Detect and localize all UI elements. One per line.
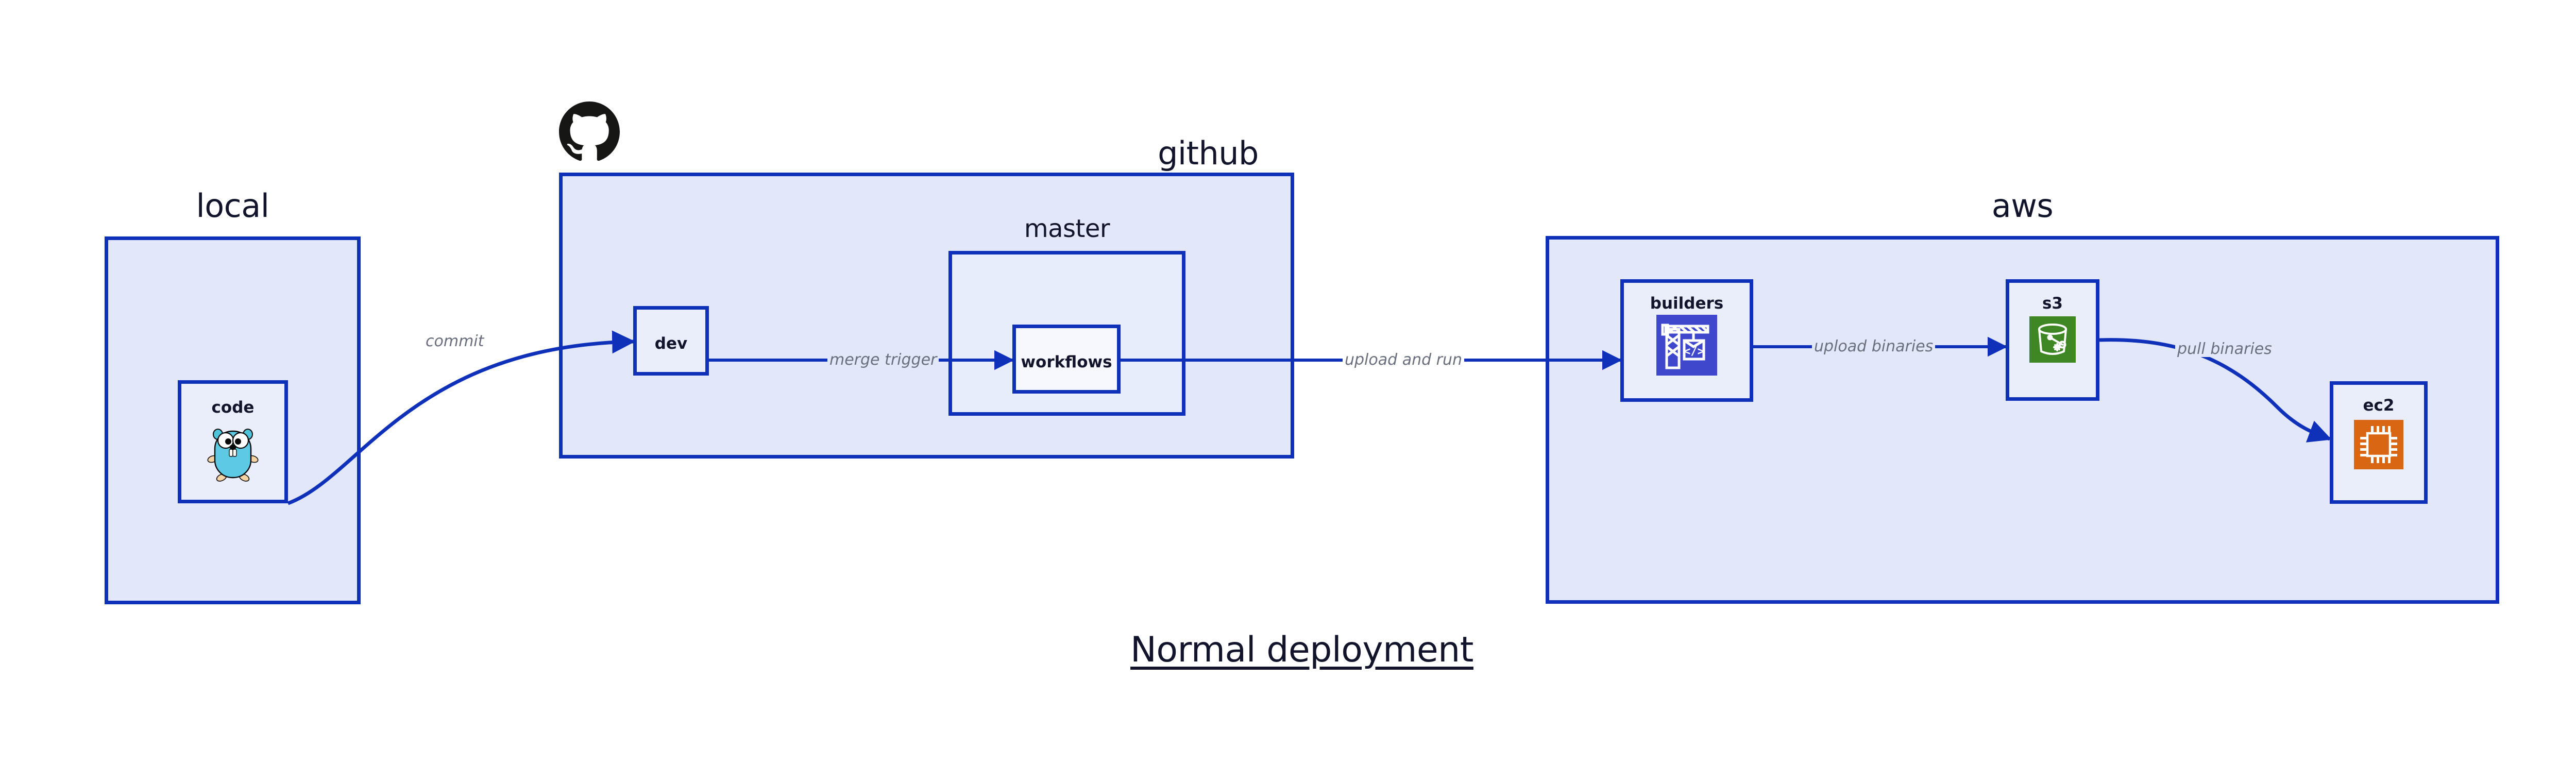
node-dev[interactable]: dev [633, 306, 709, 376]
node-workflows[interactable]: workflows [1012, 325, 1121, 394]
edge-label-upload-binaries: upload binaries [1812, 339, 1936, 354]
node-dev-label: dev [654, 334, 688, 353]
node-ec2[interactable]: ec2 [2330, 381, 2428, 504]
edge-label-merge-trigger: merge trigger [827, 352, 939, 368]
edge-label-upload-and-run: upload and run [1343, 352, 1465, 368]
aws-ec2-chip-icon [2354, 420, 2403, 469]
aws-crane-icon: </> [1656, 315, 1717, 376]
node-workflows-label: workflows [1021, 353, 1112, 371]
zone-label-local: local [196, 187, 269, 225]
edge-label-pull-binaries: pull binaries [2175, 342, 2274, 357]
node-s3[interactable]: s3 [2006, 279, 2099, 401]
go-gopher-icon [206, 424, 260, 483]
zone-label-github: github [1158, 134, 1259, 172]
node-code-label: code [211, 398, 255, 417]
zone-label-aws: aws [1991, 187, 2054, 225]
github-octocat-icon [559, 101, 620, 162]
node-s3-label: s3 [2042, 294, 2063, 313]
aws-s3-bucket-icon [2029, 316, 2076, 363]
edge-label-commit: commit [423, 334, 486, 349]
diagram-caption: Normal deployment [1130, 630, 1473, 670]
node-code[interactable]: code [178, 380, 288, 503]
svg-text:</>: </> [1684, 345, 1704, 358]
node-ec2-label: ec2 [2363, 396, 2395, 415]
node-builders-label: builders [1650, 294, 1724, 313]
subzone-label-master: master [1024, 214, 1110, 243]
node-builders[interactable]: builders [1620, 279, 1753, 402]
